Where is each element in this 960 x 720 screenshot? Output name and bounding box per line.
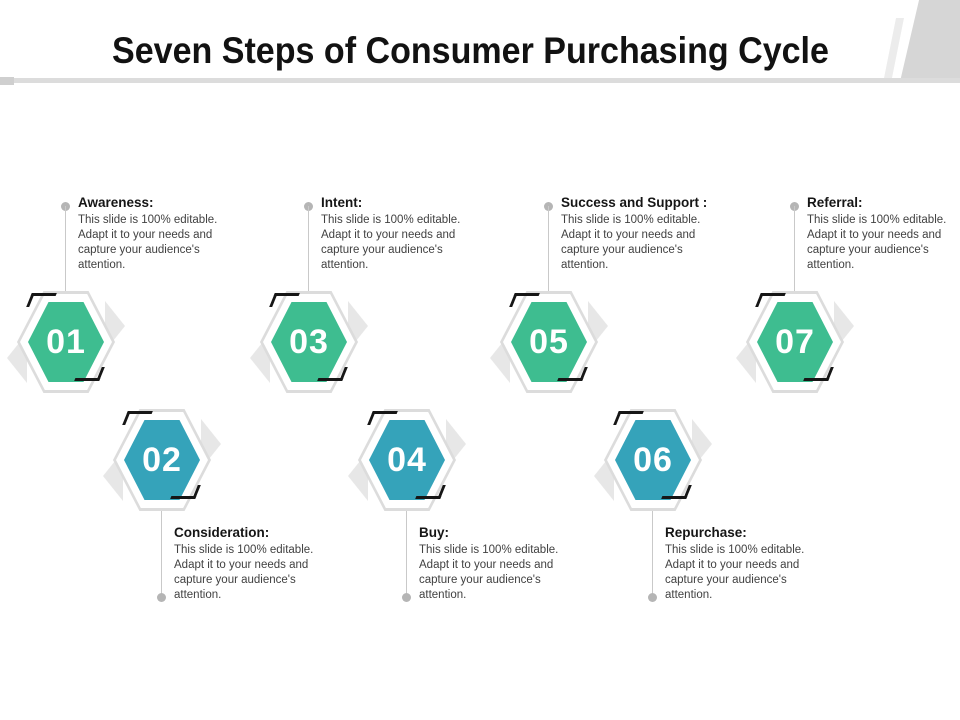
step-text-block: Referral: This slide is 100% editable. A… [807,195,957,273]
step-label: Referral: [807,195,863,210]
corner-bracket-bottom-right [803,367,834,381]
step-label: Awareness: [78,195,154,210]
step-description: This slide is 100% editable. Adapt it to… [321,214,461,271]
connector-dot [648,593,657,602]
step-text-block: Intent: This slide is 100% editable. Ada… [321,195,471,273]
step-intent: Intent: This slide is 100% editable. Ada… [244,195,479,400]
hexagon-step-01: 01 [7,291,125,393]
header-corner-accent-light [884,18,904,78]
hexagon-step-06: 06 [594,409,712,511]
step-description: This slide is 100% editable. Adapt it to… [561,214,701,271]
step-text-block: Awareness: This slide is 100% editable. … [78,195,228,273]
step-text-block: Consideration: This slide is 100% editab… [174,525,324,603]
connector-line [406,498,407,598]
header-rule-left-tab [0,77,14,85]
hexagon-step-04: 04 [348,409,466,511]
page-title: Seven Steps of Consumer Purchasing Cycle [112,30,829,71]
step-text-block: Buy: This slide is 100% editable. Adapt … [419,525,569,603]
step-referral: Referral: This slide is 100% editable. A… [730,195,960,400]
step-description: This slide is 100% editable. Adapt it to… [174,544,314,601]
step-repurchase: Repurchase: This slide is 100% editable.… [588,409,823,614]
corner-bracket-bottom-right [74,367,105,381]
step-buy: Buy: This slide is 100% editable. Adapt … [342,409,577,614]
corner-bracket-bottom-right [170,485,201,499]
step-label: Intent: [321,195,363,210]
step-text-block: Success and Support : This slide is 100%… [561,195,711,273]
step-awareness: Awareness: This slide is 100% editable. … [1,195,236,400]
step-label: Success and Support : [561,195,708,210]
connector-line [161,498,162,598]
connector-dot [157,593,166,602]
corner-bracket-bottom-right [317,367,348,381]
step-description: This slide is 100% editable. Adapt it to… [665,544,805,601]
hexagon-step-03: 03 [250,291,368,393]
header-rule [0,78,960,83]
step-label: Buy: [419,525,449,540]
step-label: Repurchase: [665,525,747,540]
step-success-and-support: Success and Support : This slide is 100%… [484,195,719,400]
corner-bracket-bottom-right [557,367,588,381]
connector-line [65,206,66,298]
connector-line [652,498,653,598]
hexagon-step-02: 02 [103,409,221,511]
hexagon-step-07: 07 [736,291,854,393]
header-corner-accent [900,0,960,78]
step-description: This slide is 100% editable. Adapt it to… [419,544,559,601]
step-description: This slide is 100% editable. Adapt it to… [78,214,218,271]
corner-bracket-bottom-right [415,485,446,499]
step-description: This slide is 100% editable. Adapt it to… [807,214,947,271]
hexagon-step-05: 05 [490,291,608,393]
connector-dot [402,593,411,602]
corner-bracket-bottom-right [661,485,692,499]
connector-line [308,206,309,298]
step-consideration: Consideration: This slide is 100% editab… [97,409,332,614]
step-label: Consideration: [174,525,270,540]
step-text-block: Repurchase: This slide is 100% editable.… [665,525,815,603]
connector-line [794,206,795,298]
connector-line [548,206,549,298]
